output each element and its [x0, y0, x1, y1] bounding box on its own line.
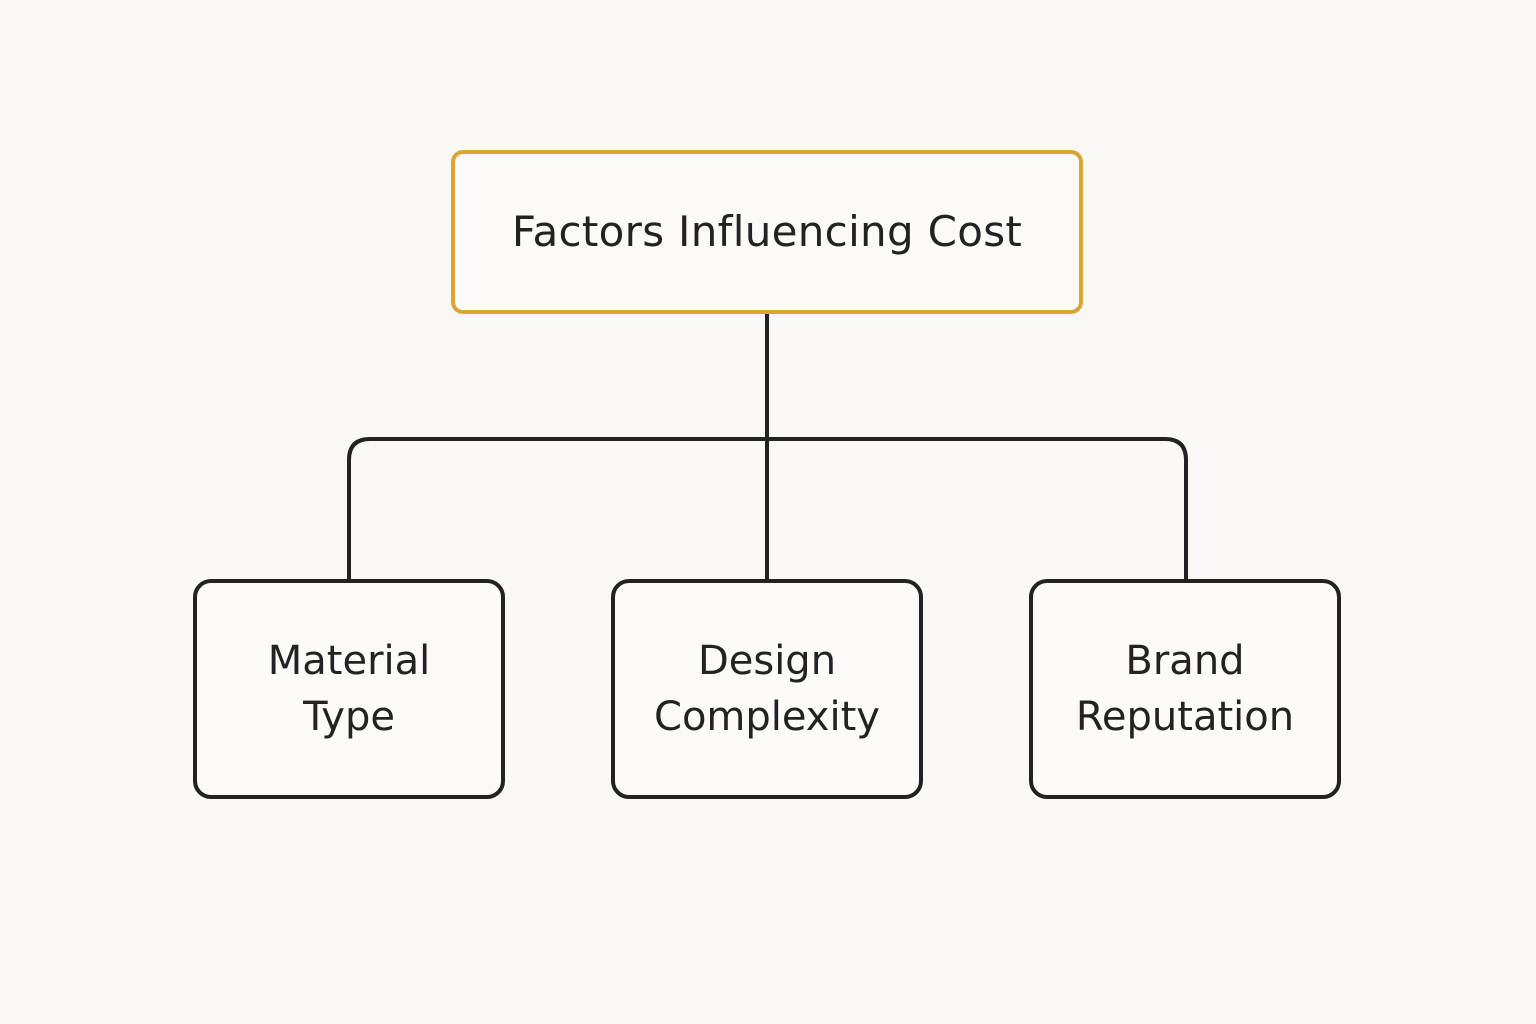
child-label-line: Reputation	[1075, 694, 1295, 740]
child-label-line: Type	[303, 694, 395, 740]
child-node-label: Design Complexity	[642, 633, 892, 745]
connector-horizontal-bus	[347, 437, 1188, 579]
child-node-brand-reputation: Brand Reputation	[1029, 579, 1341, 799]
child-label-line: Brand	[1125, 638, 1245, 684]
child-label-line: Material	[267, 638, 431, 684]
root-node-label: Factors Influencing Cost	[511, 207, 1023, 256]
child-label-line: Design	[697, 638, 837, 684]
child-label-line: Complexity	[654, 694, 880, 740]
root-node: Factors Influencing Cost	[451, 150, 1083, 314]
child-node-label: Material Type	[256, 633, 443, 745]
child-node-material-type: Material Type	[193, 579, 505, 799]
child-node-label: Brand Reputation	[1064, 633, 1306, 745]
child-node-design-complexity: Design Complexity	[611, 579, 923, 799]
